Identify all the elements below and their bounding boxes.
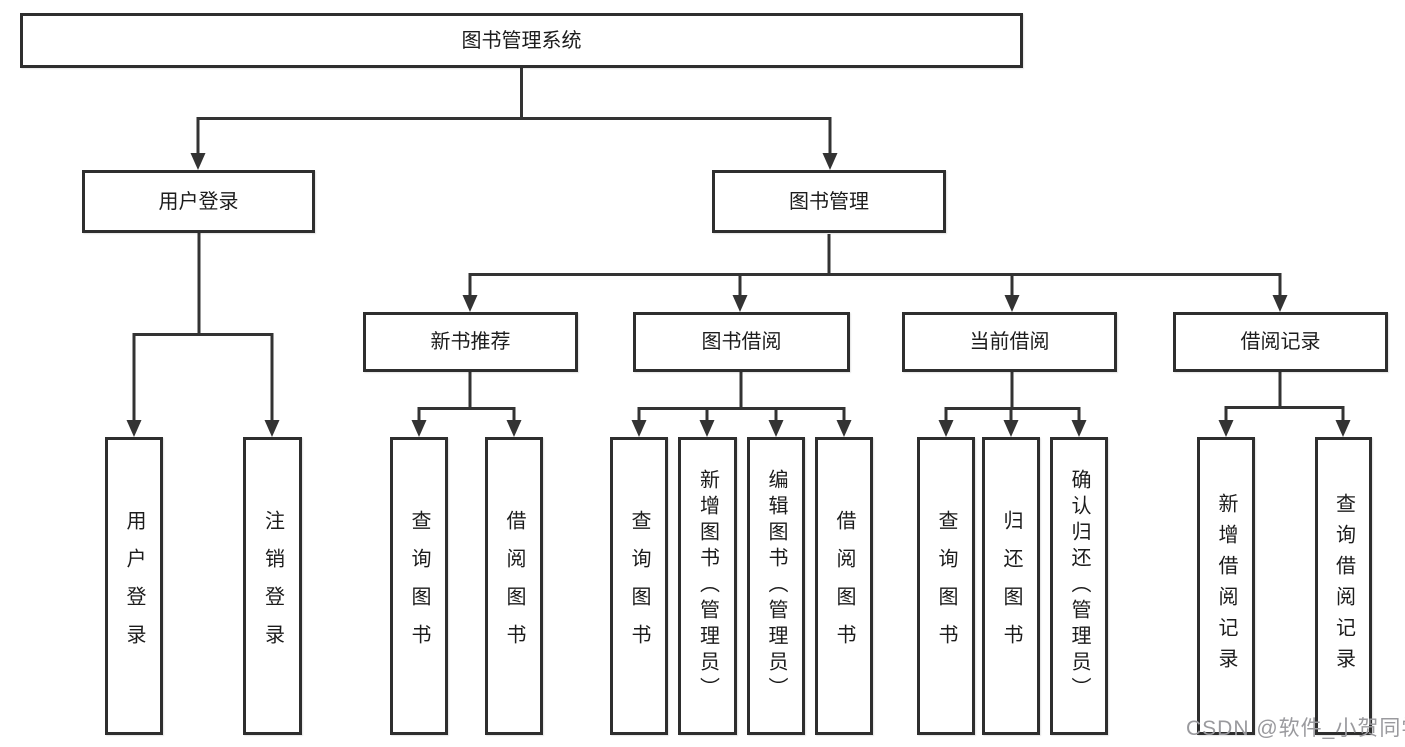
leaf-query-borrow-record: 查询借阅记录 bbox=[1315, 437, 1372, 735]
leaf-confirm-return-admin: 确认归还（管理员） bbox=[1050, 437, 1108, 735]
node-new-book-recommend: 新书推荐 bbox=[363, 312, 578, 372]
leaf-borrow-books-recommend: 借阅图书 bbox=[485, 437, 543, 735]
node-book-management: 图书管理 bbox=[712, 170, 946, 233]
leaf-edit-books-admin: 编辑图书（管理员） bbox=[747, 437, 805, 735]
leaf-query-books-borrowing: 查询图书 bbox=[610, 437, 668, 735]
leaf-add-borrow-record: 新增借阅记录 bbox=[1197, 437, 1255, 735]
node-current-borrowing: 当前借阅 bbox=[902, 312, 1117, 372]
node-user-login: 用户登录 bbox=[82, 170, 315, 233]
leaf-return-books: 归还图书 bbox=[982, 437, 1040, 735]
leaf-add-books-admin: 新增图书（管理员） bbox=[678, 437, 737, 735]
leaf-logout: 注销登录 bbox=[243, 437, 302, 735]
leaf-user-login: 用户登录 bbox=[105, 437, 163, 735]
leaf-query-books-current: 查询图书 bbox=[917, 437, 975, 735]
csdn-watermark: CSDN @软件_小贺同学 bbox=[1186, 717, 1405, 740]
leaf-query-books-recommend: 查询图书 bbox=[390, 437, 448, 735]
leaf-borrow-books: 借阅图书 bbox=[815, 437, 873, 735]
arrowheads bbox=[126, 153, 1351, 437]
node-root-library-system: 图书管理系统 bbox=[20, 13, 1023, 68]
node-book-borrowing: 图书借阅 bbox=[633, 312, 850, 372]
node-borrowing-records: 借阅记录 bbox=[1173, 312, 1388, 372]
